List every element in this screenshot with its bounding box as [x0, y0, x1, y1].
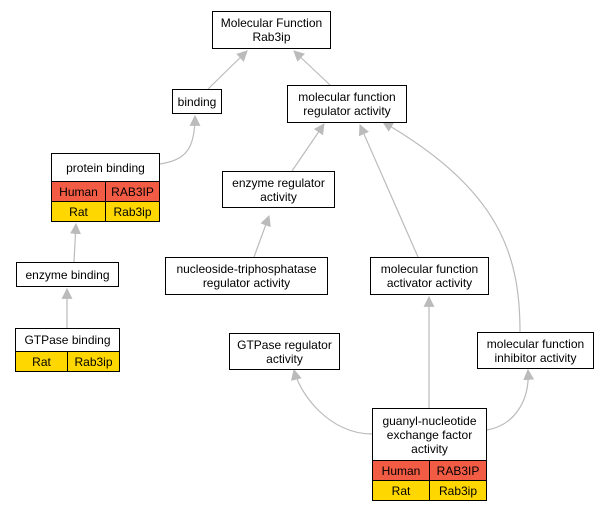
species-row-rat: Rat Rab3ip	[373, 480, 486, 500]
edge-binding-to-root	[207, 50, 248, 90]
node-label: protein binding	[52, 154, 159, 181]
edge-nucleoside-to-enzyme-regulator	[253, 214, 271, 258]
species-row-human: Human RAB3IP	[373, 460, 486, 480]
node-guanyl-nucleotide-exchange-factor-activity[interactable]: guanyl-nucleotide exchange factor activi…	[372, 408, 487, 501]
node-gtpase-binding[interactable]: GTPase binding Rat Rab3ip	[15, 328, 120, 372]
edge-enzyme-regulator-to-mfra	[291, 123, 325, 172]
edge-activator-to-mfra	[358, 123, 419, 258]
edge-guanyl-to-gtpase-regulator	[290, 368, 373, 435]
node-text-line: activity	[411, 441, 448, 456]
node-text-line: molecular function	[298, 90, 396, 104]
species-row-rat: Rat Rab3ip	[16, 351, 119, 371]
node-molecular-function-activator-activity[interactable]: molecular function activator activity	[370, 257, 489, 295]
node-label: nucleoside-triphosphatase regulator acti…	[166, 258, 327, 294]
node-text-line: molecular function	[380, 262, 479, 276]
node-text-line: exchange factor	[386, 427, 473, 442]
node-text-line: protein binding	[66, 160, 145, 175]
species-cell: Rat	[32, 354, 51, 369]
edge-inhibitor-to-mfra	[382, 121, 521, 333]
edge-guanyl-to-inhibitor	[486, 368, 535, 431]
node-text-line: inhibitor activity	[494, 350, 577, 365]
node-text-line: GTPase binding	[24, 333, 111, 347]
species-cell: Rat	[391, 483, 411, 498]
gene-cell: Rab3ip	[67, 352, 119, 371]
species-cell: Rat	[69, 204, 88, 219]
gene-cell: Rab3ip	[429, 481, 486, 500]
node-molecular-function-inhibitor-activity[interactable]: molecular function inhibitor activity	[477, 332, 594, 369]
node-text-line: nucleoside-triphosphatase	[176, 262, 317, 276]
node-molecular-function-regulator-activity[interactable]: molecular function regulator activity	[287, 85, 407, 123]
node-text-line: enzyme regulator	[232, 175, 325, 190]
node-text-line: molecular function	[486, 336, 585, 351]
node-text-line: activator activity	[386, 276, 473, 290]
gene-cell: Rab3ip	[105, 202, 159, 221]
species-row-human: Human RAB3IP	[52, 181, 159, 201]
node-label: guanyl-nucleotide exchange factor activi…	[373, 409, 486, 460]
node-label: molecular function inhibitor activity	[478, 333, 593, 368]
node-nucleoside-triphosphatase-regulator-activity[interactable]: nucleoside-triphosphatase regulator acti…	[165, 257, 328, 295]
node-text-line: guanyl-nucleotide	[382, 413, 477, 428]
species-cell: Human	[381, 463, 421, 478]
node-label: molecular function regulator activity	[288, 86, 406, 122]
node-label: GTPase regulator activity	[230, 334, 339, 369]
node-binding[interactable]: binding	[172, 89, 222, 114]
node-text-line: regulator activity	[202, 276, 291, 290]
node-text-line: activity	[260, 189, 297, 204]
gene-cell: RAB3IP	[429, 461, 486, 480]
edge-enzyme-binding-to-protein-binding	[69, 222, 81, 263]
node-text-line: Rab3ip	[252, 30, 291, 44]
edge-protein-binding-to-binding	[159, 114, 201, 165]
node-enzyme-regulator-activity[interactable]: enzyme regulator activity	[222, 171, 335, 208]
node-protein-binding[interactable]: protein binding Human RAB3IP Rat Rab3ip	[51, 153, 160, 222]
node-text-line: enzyme binding	[25, 267, 110, 282]
species-cell: Human	[59, 184, 98, 199]
node-enzyme-binding[interactable]: enzyme binding	[16, 262, 119, 287]
node-text-line: activity	[266, 351, 303, 366]
node-label: molecular function activator activity	[371, 258, 488, 294]
species-row-rat: Rat Rab3ip	[52, 201, 159, 221]
gene-cell: RAB3IP	[105, 182, 159, 201]
edge-mfra-to-root	[293, 50, 331, 86]
node-text-line: binding	[177, 94, 217, 109]
node-molecular-function-root[interactable]: Molecular Function Rab3ip	[212, 11, 331, 49]
node-label: enzyme regulator activity	[223, 172, 334, 207]
node-label: binding	[173, 90, 221, 113]
node-text-line: GTPase regulator	[237, 337, 332, 352]
node-gtpase-regulator-activity[interactable]: GTPase regulator activity	[229, 333, 340, 370]
node-text-line: regulator activity	[303, 104, 391, 118]
node-label: Molecular Function Rab3ip	[213, 12, 330, 48]
node-label: GTPase binding	[16, 329, 119, 351]
node-text-line: Molecular Function	[220, 16, 323, 30]
node-label: enzyme binding	[17, 263, 118, 286]
